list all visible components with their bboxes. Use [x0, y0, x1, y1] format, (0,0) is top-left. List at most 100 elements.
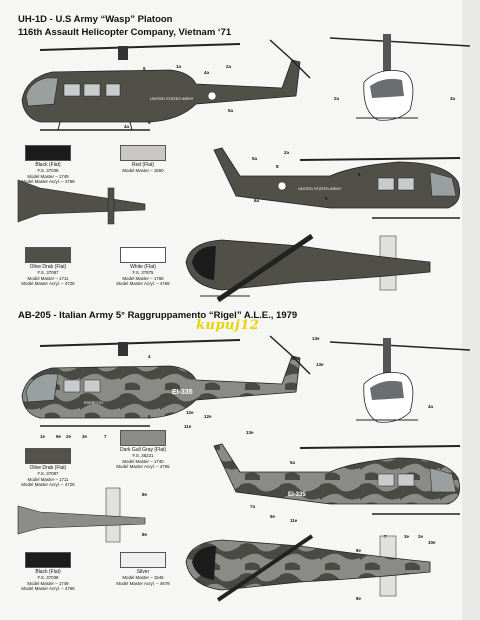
callout: 6a [254, 198, 260, 203]
swatch-line: Model Master Acryl. – 4768 [21, 179, 75, 185]
watermark-signature: kupuj12 [196, 318, 260, 333]
swatch-line: F.S. 37038 [37, 168, 59, 173]
swatch-name: Dark Gull Gray (Flat) [119, 447, 167, 453]
swatch-line: Model Master – 1768 [122, 275, 164, 281]
section1-title-line1: UH-1D - U.S Army “Wasp” Platoon [18, 14, 173, 25]
callout: 4a [428, 404, 434, 409]
callout: 9e [56, 434, 62, 439]
swatch-line: F.S. 37087 [37, 471, 59, 476]
swatch-line: Model Master – 1711 [27, 275, 69, 281]
callout: 6 [148, 414, 151, 419]
swatch-black: Black (Flat) F.S. 37038 Model Master – 1… [17, 145, 79, 185]
serial-ei-335: EI-335 [172, 389, 193, 396]
callout: 7 [384, 534, 387, 539]
callout: 5 [325, 196, 328, 201]
swatch-chip [25, 448, 71, 464]
callout: 3e [82, 434, 88, 439]
fuselage-text-us-army: UNITED STATES ARMY [150, 96, 194, 101]
uh1d-front-view [329, 34, 471, 121]
swatch-chip [120, 430, 166, 446]
swatch-white: White (Flat) F.S. 37875 Model Master – 1… [112, 247, 174, 287]
swatch-line: Model Master – 1749 [27, 173, 69, 179]
callout: 2e [418, 534, 424, 539]
swatch-line: F.S. 37038 [37, 575, 59, 580]
swatch-silver: Silver Model Master – 1546 Model Master … [112, 552, 174, 586]
swatch-line: Model Master Acryl. – 4728 [21, 482, 75, 488]
callout: 4a [124, 124, 130, 129]
section2-title: AB-205 - Italian Army 5° Raggruppamento … [18, 310, 298, 321]
uh1d-side-view: UNITED STATES ARMY [21, 39, 311, 131]
callout: 10e [428, 540, 436, 545]
swatch-name: Olive Drab (Flat) [29, 465, 67, 471]
serial-ei-335-right: EI-335 [288, 492, 306, 498]
swatch-line: Model Master – 1740 [122, 458, 164, 464]
ab205-side-view-right: EI-335 [213, 443, 461, 515]
callout: 12e [186, 410, 194, 415]
callout: 8e [142, 492, 148, 497]
callout: 5a [290, 460, 296, 465]
swatch-line: F.S. 36231 [132, 453, 154, 458]
callout: 2a [226, 64, 232, 69]
callout: 3a [450, 96, 456, 101]
swatch-chip [120, 247, 166, 263]
callout: 8e [356, 548, 362, 553]
ab205-front-view [329, 338, 471, 423]
swatch-name: Black (Flat) [35, 569, 61, 575]
swatch-chip [25, 145, 71, 161]
callout: 7 [104, 434, 107, 439]
swatch-line: Model Master – 1546 [122, 575, 164, 580]
callout: 2a [334, 96, 340, 101]
swatch-line: Model Master Acryl. – 4728 [21, 281, 75, 287]
swatch-black-2: Black (Flat) F.S. 37038 Model Master – 1… [17, 552, 79, 592]
callout: 6 [148, 120, 151, 125]
fuselage-text-us-army-right: UNITED STATES ARMY [298, 186, 342, 191]
swatch-name: Silver [136, 569, 150, 575]
ab205-top-view-tail [17, 487, 146, 543]
swatch-line: Model Master Acryl. – 4678 [116, 580, 170, 586]
callout: 13e [312, 336, 320, 341]
callout: 2e [66, 434, 72, 439]
swatch-olive-drab-2: Olive Drab (Flat) F.S. 37087 Model Maste… [17, 448, 79, 488]
callout: 4 [148, 354, 151, 359]
callout: 6 [143, 66, 146, 71]
swatch-line: Model Master – 1711 [27, 476, 69, 482]
callout: 8 [276, 164, 279, 169]
uh1d-top-view-tail [17, 179, 146, 225]
right-edge-strip [462, 0, 480, 620]
swatch-dark-gull-gray: Dark Gull Gray (Flat) F.S. 36231 Model M… [112, 430, 174, 470]
swatch-line: Model Master Acryl. – 4768 [21, 586, 75, 592]
ab205-top-view [185, 534, 431, 602]
section1-title-line2: 116th Assault Helicopter Company, Vietna… [18, 27, 232, 38]
callout: 11e [184, 424, 192, 429]
callout: 4a [204, 70, 210, 75]
swatch-name: Red (Flat) [131, 162, 155, 168]
swatch-olive-drab: Olive Drab (Flat) F.S. 37087 Model Maste… [17, 247, 79, 287]
callout: 8e [142, 532, 148, 537]
swatch-name: Black (Flat) [35, 162, 61, 168]
swatch-line: F.S. 37087 [37, 270, 59, 275]
uh1d-top-view [185, 233, 431, 303]
ab205-side-view: EI-335 ESERCITO [21, 335, 311, 427]
fuselage-text-esercito: ESERCITO [84, 401, 103, 405]
swatch-red: Red (Flat) Model Master – 1550 [112, 145, 174, 174]
swatch-line: Model Master – 1749 [27, 580, 69, 586]
callout: 5a [252, 156, 258, 161]
swatch-line: Model Master Acryl. – 4755 [116, 464, 170, 470]
swatch-line: F.S. 37875 [132, 270, 154, 275]
swatch-name: White (Flat) [130, 264, 156, 270]
callout: 12e [204, 414, 212, 419]
swatch-chip [120, 145, 166, 161]
uh1d-side-view-right: UNITED STATES ARMY [213, 147, 461, 219]
callout: 2a [284, 150, 290, 155]
callout: 7a [250, 504, 256, 509]
swatch-name: Olive Drab (Flat) [29, 264, 67, 270]
callout: 5a [228, 108, 234, 113]
swatch-chip [25, 552, 71, 568]
callout: 6 [358, 172, 361, 177]
callout: 13e [246, 430, 254, 435]
callout: 3e [404, 534, 410, 539]
swatch-line: Model Master Acryl. – 4769 [116, 281, 170, 287]
swatch-line: Model Master – 1550 [122, 168, 164, 173]
